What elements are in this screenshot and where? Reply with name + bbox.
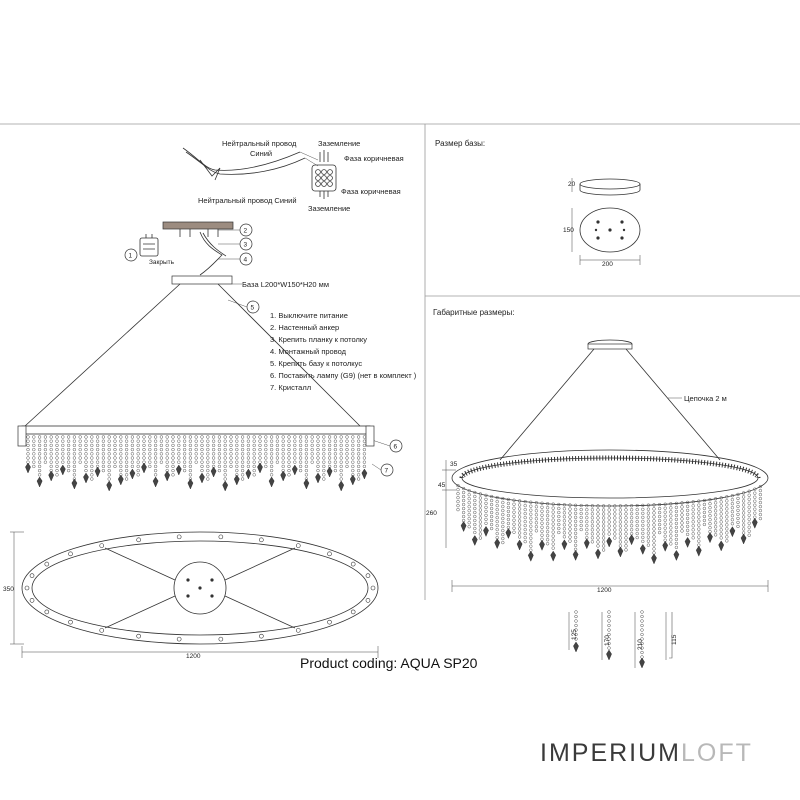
outer-ring [21, 531, 379, 645]
inner-ring [31, 540, 369, 636]
ring-lamps [24, 534, 376, 642]
ground-wire-label: Заземление [318, 139, 360, 148]
callout-2-label: 2 [244, 228, 248, 235]
step-5: 5. Крепить базу к потолкус [270, 359, 362, 368]
base-depth-dim: 150 [563, 227, 574, 234]
overall-dimensions-panel: Габаритные размеры: Цепочка 2 м 35 45 26… [426, 308, 769, 594]
brand-logo: IMPERIUMLOFT [540, 739, 753, 767]
crystal-3-dim: 210 [637, 639, 644, 650]
side-crystals [25, 435, 368, 492]
callout-7-label: 7 [385, 468, 389, 475]
crystal-4-dim: 115 [671, 634, 678, 645]
base-size-panel: Размер базы: 20 150 200 [435, 139, 641, 268]
top-width-dim: 1200 [186, 653, 201, 660]
chain-label: Цепочка 2 м [684, 394, 727, 403]
callout-1 [124, 248, 138, 262]
overall-heading: Габаритные размеры: [433, 308, 514, 317]
callout-6-label: 6 [394, 444, 398, 451]
top-depth-dim: 350 [3, 586, 14, 593]
step-1: 1. Выключите питание [270, 311, 348, 320]
step-4: 4. Монтажный провод [270, 347, 347, 356]
callout-1-label: 1 [129, 253, 133, 260]
ground-wire-label-bottom: Заземление [308, 204, 350, 213]
phase-wire-label: Фаза коричневая [344, 154, 404, 163]
wiring-diagram: Нейтральный провод Синий Заземление Фаза… [182, 139, 404, 213]
neutral-wire-label: Нейтральный провод [222, 139, 297, 148]
base-width-dim: 200 [602, 261, 613, 268]
phase-wire-label-bottom: Фаза коричневая [341, 187, 401, 196]
brand-part-2: LOFT [681, 739, 753, 767]
callout-5-label: 5 [251, 305, 255, 312]
callout-3-label: 3 [244, 242, 248, 249]
base-size-label: База L200*W150*H20 мм [242, 280, 329, 289]
step-7: 7. Кристалл [270, 383, 311, 392]
canopy-mount: База L200*W150*H20 мм Закрыть [139, 221, 329, 289]
perspective-crystals [456, 483, 763, 565]
mounting-plate [162, 221, 234, 230]
instruction-steps: 1. Выключите питание 2. Настенный анкер … [270, 311, 417, 392]
ring-outer [451, 449, 769, 507]
dim-35: 35 [450, 461, 458, 468]
crystal-details: 125 170 210 115 [568, 610, 678, 669]
dim-260: 260 [426, 510, 437, 517]
crystal-2-dim: 170 [604, 635, 611, 646]
ring-side [21, 425, 371, 435]
step-2: 2. Настенный анкер [270, 323, 339, 332]
base-top [173, 561, 227, 615]
top-view: 350 1200 [3, 531, 379, 660]
base-height-dim: 20 [568, 181, 576, 188]
dim-45: 45 [438, 482, 446, 489]
blue-wire-label: Синий [250, 149, 272, 158]
callout-4-label: 4 [244, 257, 248, 264]
overall-width-dim: 1200 [597, 587, 612, 594]
base-plate [171, 275, 233, 285]
neutral-wire-label-bottom: Нейтральный провод Синий [198, 196, 297, 205]
base-size-heading: Размер базы: [435, 139, 485, 148]
step-6: 6. Поставить лампу (G9) (нет в комплект … [270, 371, 417, 380]
side-view [17, 283, 375, 492]
brand-part-1: IMPERIUM [540, 739, 681, 767]
step-3: 3. Крепить планку к потолку [270, 335, 367, 344]
product-coding: Product coding: AQUA SP20 [300, 655, 478, 671]
close-label: Закрыть [149, 259, 175, 266]
